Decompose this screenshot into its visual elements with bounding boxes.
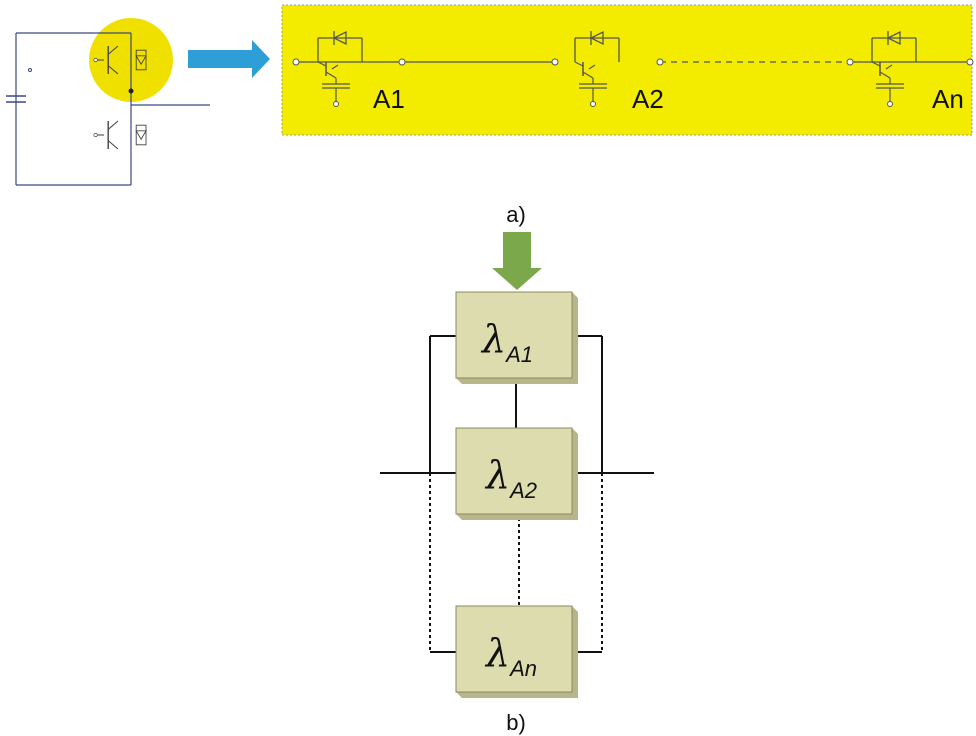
svg-text:λA1: λA1	[480, 317, 533, 367]
parallel-wiring	[380, 335, 654, 653]
device-label-a1: A1	[373, 84, 405, 114]
reliability-block-an: λAn	[455, 605, 578, 698]
lambda-a2-subscript: A2	[508, 478, 537, 503]
green-down-arrow-icon	[492, 232, 542, 290]
reliability-block-a1: λA1	[455, 291, 578, 384]
half-bridge-circuit	[6, 18, 210, 186]
lambda-a1-subscript: A1	[504, 342, 533, 367]
lambda-an-subscript: An	[508, 656, 537, 681]
caption-b: b)	[506, 710, 526, 735]
reliability-block-a2: λA2	[455, 427, 578, 520]
device-label-an: An	[932, 84, 964, 114]
svg-text:λA2: λA2	[484, 453, 537, 503]
lambda-a2-symbol: λ	[484, 453, 510, 497]
lambda-an-symbol: λ	[484, 631, 510, 675]
series-devices-panel: A1 A2 An	[281, 4, 974, 136]
lambda-a1-symbol: λ	[480, 317, 506, 361]
caption-a: a)	[506, 202, 526, 227]
expand-arrow-icon	[188, 40, 270, 78]
svg-text:λAn: λAn	[484, 631, 537, 681]
device-label-a2: A2	[632, 84, 664, 114]
